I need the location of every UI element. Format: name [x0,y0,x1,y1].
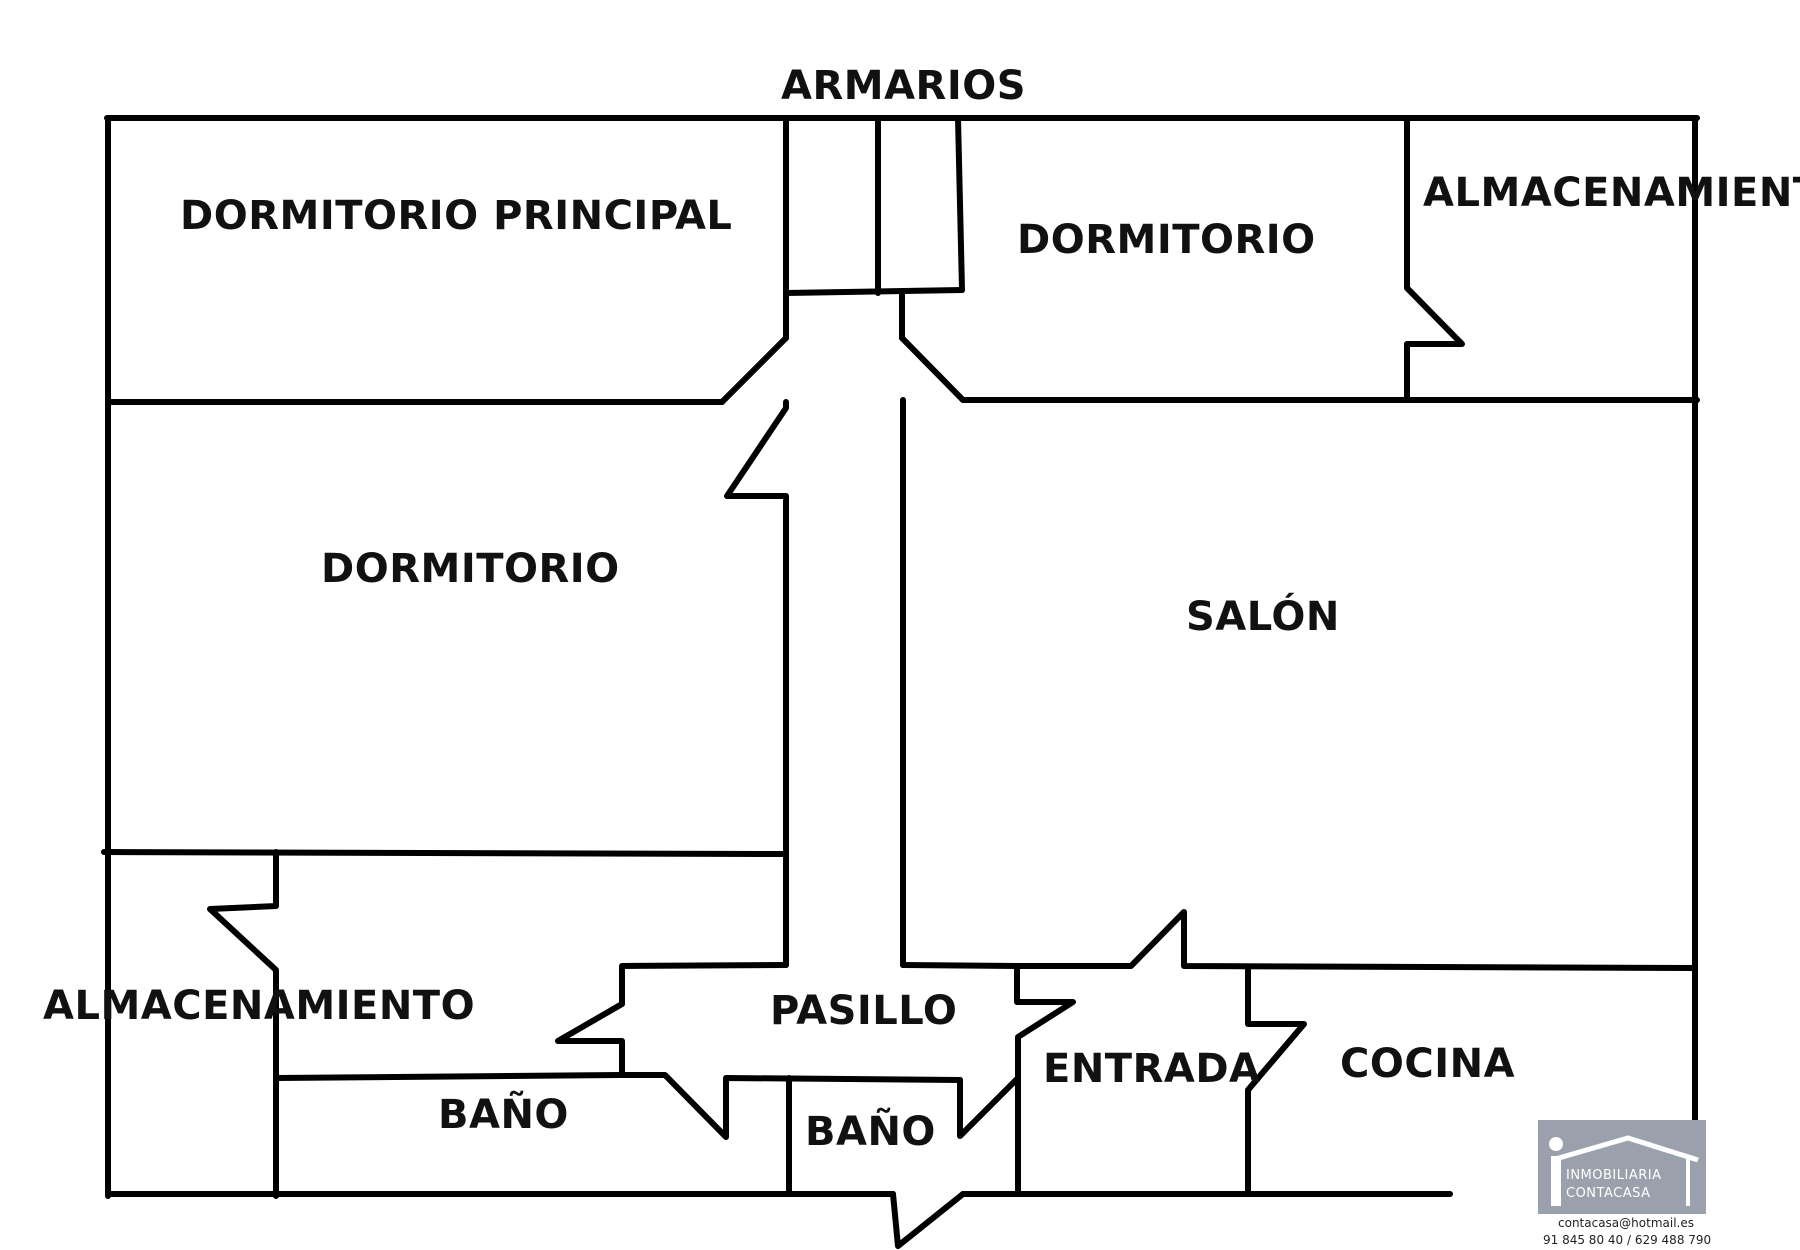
company-logo: INMOBILIARIA CONTACASA [1538,1120,1706,1214]
logo-line1: INMOBILIARIA [1566,1168,1662,1183]
contact-phones: 91 845 80 40 / 629 488 790 [1543,1233,1712,1247]
label-dormitorio-left: DORMITORIO [321,546,620,592]
house-icon [1549,1135,1699,1206]
label-salon: SALÓN [1186,594,1340,640]
label-almacenamiento-top: ALMACENAMIENTO [1423,170,1800,216]
label-armarios: ARMARIOS [781,63,1027,109]
label-bano-left: BAÑO [438,1092,569,1138]
label-dormitorio-top: DORMITORIO [1017,217,1316,263]
logo-line2: CONTACASA [1566,1186,1651,1201]
label-almacenamiento-left: ALMACENAMIENTO [43,983,476,1029]
contact-email: contacasa@hotmail.es [1558,1216,1694,1230]
interior-walls [101,115,1700,1249]
outer-walls [104,115,1700,1199]
label-bano-center: BAÑO [805,1109,936,1155]
label-entrada: ENTRADA [1043,1046,1261,1092]
label-dormitorio-principal: DORMITORIO PRINCIPAL [180,193,733,239]
label-cocina: COCINA [1340,1041,1516,1087]
label-pasillo: PASILLO [770,988,958,1034]
